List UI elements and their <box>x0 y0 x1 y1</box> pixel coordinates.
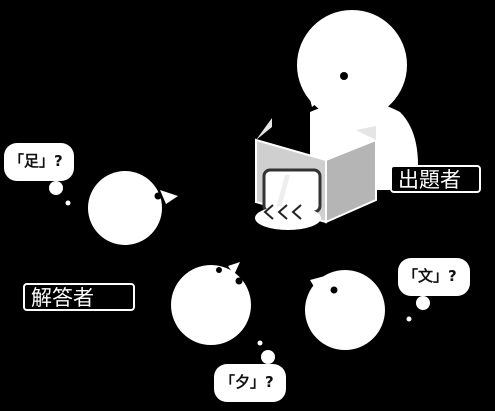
hidden-board <box>255 118 377 224</box>
bubble-bottom-text: 「夕」? <box>220 373 274 391</box>
bubble-bottom-box <box>214 364 286 402</box>
bubble-left-box <box>4 143 74 181</box>
thought-bubble-right <box>398 258 470 322</box>
answerer-center-beak <box>228 262 240 275</box>
bubble-right-dot-small <box>406 316 412 322</box>
thought-bubble-left <box>4 143 74 206</box>
examiner-feet <box>255 204 321 230</box>
board-left-top-flap <box>256 118 272 140</box>
bubble-right-text: 「文」? <box>403 267 457 285</box>
bubble-left-text: 「足」? <box>9 152 63 170</box>
board-right-panel <box>325 138 377 224</box>
answerer-right <box>305 270 385 350</box>
examiner-eye <box>340 72 348 80</box>
foot-claw-1 <box>263 204 274 220</box>
answerer-center-eye <box>235 277 243 285</box>
board-right-top-flap <box>356 126 376 140</box>
examiner-label: 出題者 <box>390 165 481 193</box>
answerer-right-eye <box>330 286 338 294</box>
answerers-label: 解答者 <box>23 283 135 311</box>
answerer-center-eye-2 <box>216 267 222 273</box>
thought-bubble-bottom <box>214 340 286 402</box>
examiner-beak <box>305 80 330 107</box>
answerer-right-body <box>305 270 385 350</box>
answerer-center <box>171 262 251 345</box>
bubble-left-dot-small <box>65 200 71 206</box>
bubble-bottom-dot-large <box>261 350 275 364</box>
foot-claw-3 <box>291 204 302 220</box>
answerer-left <box>88 171 178 245</box>
answerer-left-eye <box>154 192 162 200</box>
foot-claw-2 <box>277 204 288 220</box>
feet-base <box>255 206 321 230</box>
board-glare <box>275 175 290 212</box>
answerer-left-beak <box>160 190 178 204</box>
bubble-right-dot-large <box>416 296 430 310</box>
bubble-bottom-dot-small <box>257 340 263 346</box>
answerer-center-body <box>171 265 251 345</box>
answerer-left-body <box>88 171 162 245</box>
answerer-right-beak <box>310 276 325 290</box>
bubble-left-dot-large <box>49 181 63 195</box>
bubble-right-box <box>398 258 470 296</box>
